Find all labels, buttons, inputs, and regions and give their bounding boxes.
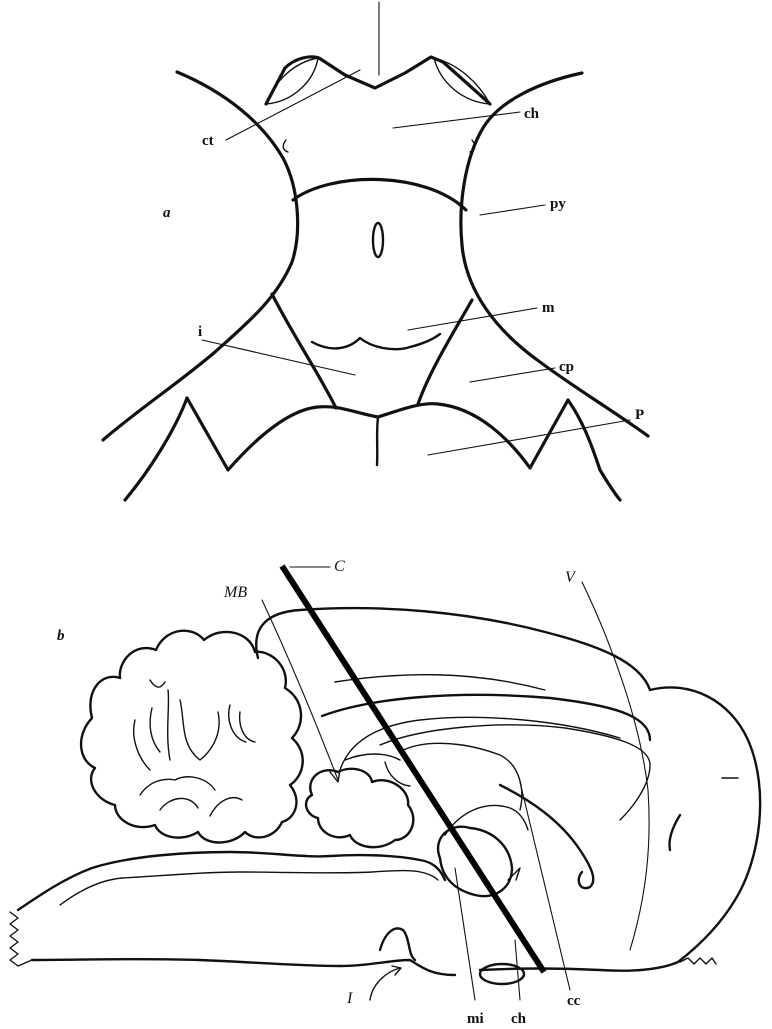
left-notch (283, 140, 288, 152)
central-slit (373, 223, 383, 257)
inner-arrow (508, 868, 520, 880)
label-i: i (198, 324, 202, 340)
cerebellum-outline (81, 631, 303, 843)
leader-i (202, 340, 355, 375)
label-m: m (542, 300, 555, 316)
hypothalamic-curve (445, 806, 528, 835)
leader-V (582, 582, 649, 950)
folia-1 (150, 680, 165, 687)
leader-mi (455, 868, 475, 1000)
brainstem-inner (60, 870, 438, 905)
leader-P (428, 420, 630, 455)
folia-3 (150, 708, 160, 752)
right-outer-contour (461, 73, 648, 436)
label-P: P (635, 407, 644, 423)
cut-end-right (680, 958, 716, 964)
C-rod (282, 566, 544, 972)
left-outer-contour (103, 72, 298, 440)
folia-10 (210, 798, 242, 816)
folia-6 (229, 705, 246, 742)
label-py: py (550, 196, 566, 212)
leader-m (408, 308, 537, 330)
crescent-shape (312, 334, 440, 349)
label-MB: MB (223, 584, 247, 601)
panel-a-caption: a (163, 205, 171, 221)
bottom-midline (377, 417, 378, 465)
cut-end-left (10, 912, 32, 966)
mb-arrow-line (262, 600, 338, 780)
folia-5 (180, 700, 219, 760)
label-mi: mi (467, 1011, 484, 1027)
folia-7 (240, 712, 255, 742)
label-ct: ct (202, 133, 214, 149)
label-cp: cp (559, 359, 574, 375)
folia-2 (134, 720, 150, 770)
sulcus-stub (669, 815, 680, 850)
hemisphere-inner-arc (335, 675, 545, 690)
right-diagonal (418, 300, 472, 404)
folia-4 (168, 690, 170, 760)
leader-ch-a (393, 112, 520, 128)
mb-junction-1 (345, 754, 400, 760)
callosum-curl (500, 785, 593, 888)
mb-junction-2 (385, 762, 410, 786)
label-C: C (334, 558, 345, 575)
left-oval (266, 58, 318, 104)
I-arrow (370, 968, 400, 1000)
leader-cp (470, 368, 555, 382)
leader-py (480, 205, 545, 215)
brainstem-lower (32, 959, 455, 975)
label-cc: cc (567, 993, 581, 1009)
folia-9 (160, 798, 198, 810)
lower-right-outer (568, 400, 620, 500)
leader-ch-b (515, 940, 520, 1000)
brainstem-upper (18, 852, 445, 910)
label-I: I (346, 990, 353, 1007)
label-ch-b: ch (511, 1011, 527, 1027)
label-V: V (565, 569, 577, 586)
panel-a-drawing (103, 2, 648, 500)
panel-b-drawing (10, 566, 760, 1000)
central-arch (293, 179, 466, 210)
corpus-callosum-lower (380, 725, 650, 820)
panel-b-caption: b (57, 628, 65, 644)
left-diagonal (272, 294, 336, 408)
label-ch-a: ch (524, 106, 540, 122)
leader-ct (226, 70, 360, 140)
pons-notch (380, 928, 415, 960)
folia-8 (140, 777, 215, 795)
